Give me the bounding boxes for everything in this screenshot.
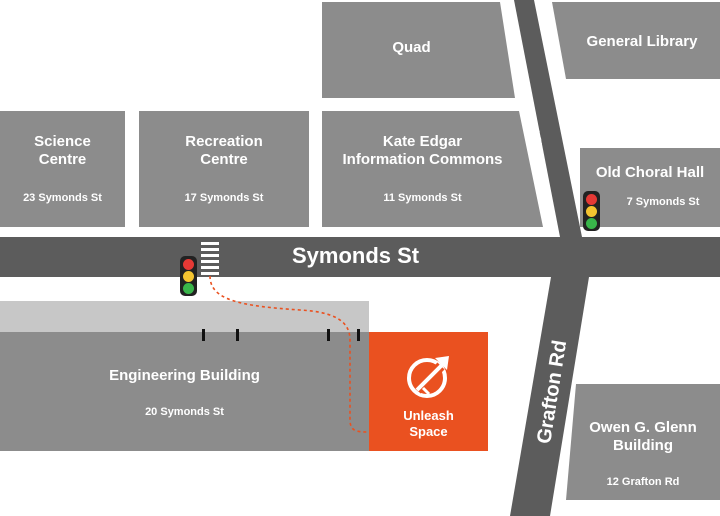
bollard-icon [357,329,360,341]
old-choral-hall-block: Old Choral Hall 7 Symonds St [580,148,720,227]
footpath-strip [0,301,369,333]
yellow-lamp [586,206,597,217]
kate-edgar-name-2: Information Commons [342,151,503,168]
kate-edgar-name-1: Kate Edgar [382,133,463,150]
quad-label: Quad [392,39,431,56]
traffic-light-icon [583,191,600,231]
green-lamp [586,218,597,229]
quad-block: Quad [322,2,515,98]
engineering-block: Engineering Building 20 Symonds St [0,332,369,451]
recreation-centre-address: 17 Symonds St [184,192,264,204]
alfred-st-road [514,0,582,237]
traffic-light-icon [180,256,197,296]
science-centre-name-1: Science [34,133,91,150]
general-library-block: General Library [552,2,720,79]
symonds-st-label: Symonds St [292,243,420,268]
unleash-space-block: Unleash Space [369,332,488,451]
bollard-icon [327,329,330,341]
old-choral-hall-address: 7 Symonds St [626,196,700,208]
science-centre-address: 23 Symonds St [23,192,102,204]
unleash-logo-icon [407,356,449,398]
engineering-name: Engineering Building [109,367,260,384]
unleash-space-label-1: Unleash [403,408,454,423]
bollard-icon [236,329,239,341]
recreation-centre-name-1: Recreation [185,133,263,150]
yellow-lamp [183,271,194,282]
owen-glenn-name-2: Building [613,437,673,454]
recreation-centre-block: Recreation Centre 17 Symonds St [139,111,309,227]
old-choral-hall-name: Old Choral Hall [595,164,705,181]
bollard-icon [202,329,205,341]
recreation-centre-name-2: Centre [200,151,248,168]
kate-edgar-block: Kate Edgar Information Commons 11 Symond… [322,111,543,227]
unleash-space-label-2: Space [409,424,448,439]
kate-edgar-address: 11 Symonds St [383,192,462,204]
crosswalk-icon [201,242,219,275]
owen-glenn-block: Owen G. Glenn Building 12 Grafton Rd [566,384,720,500]
red-lamp [586,194,597,205]
owen-glenn-name-1: Owen G. Glenn [589,419,697,436]
science-centre-block: Science Centre 23 Symonds St [0,111,125,227]
engineering-address: 20 Symonds St [145,406,224,418]
red-lamp [183,259,194,270]
owen-glenn-address: 12 Grafton Rd [606,476,680,488]
general-library-label: General Library [586,33,698,50]
green-lamp [183,283,194,294]
grafton-rd-road [510,277,589,516]
symonds-st-road [0,237,720,277]
science-centre-name-2: Centre [38,151,87,168]
